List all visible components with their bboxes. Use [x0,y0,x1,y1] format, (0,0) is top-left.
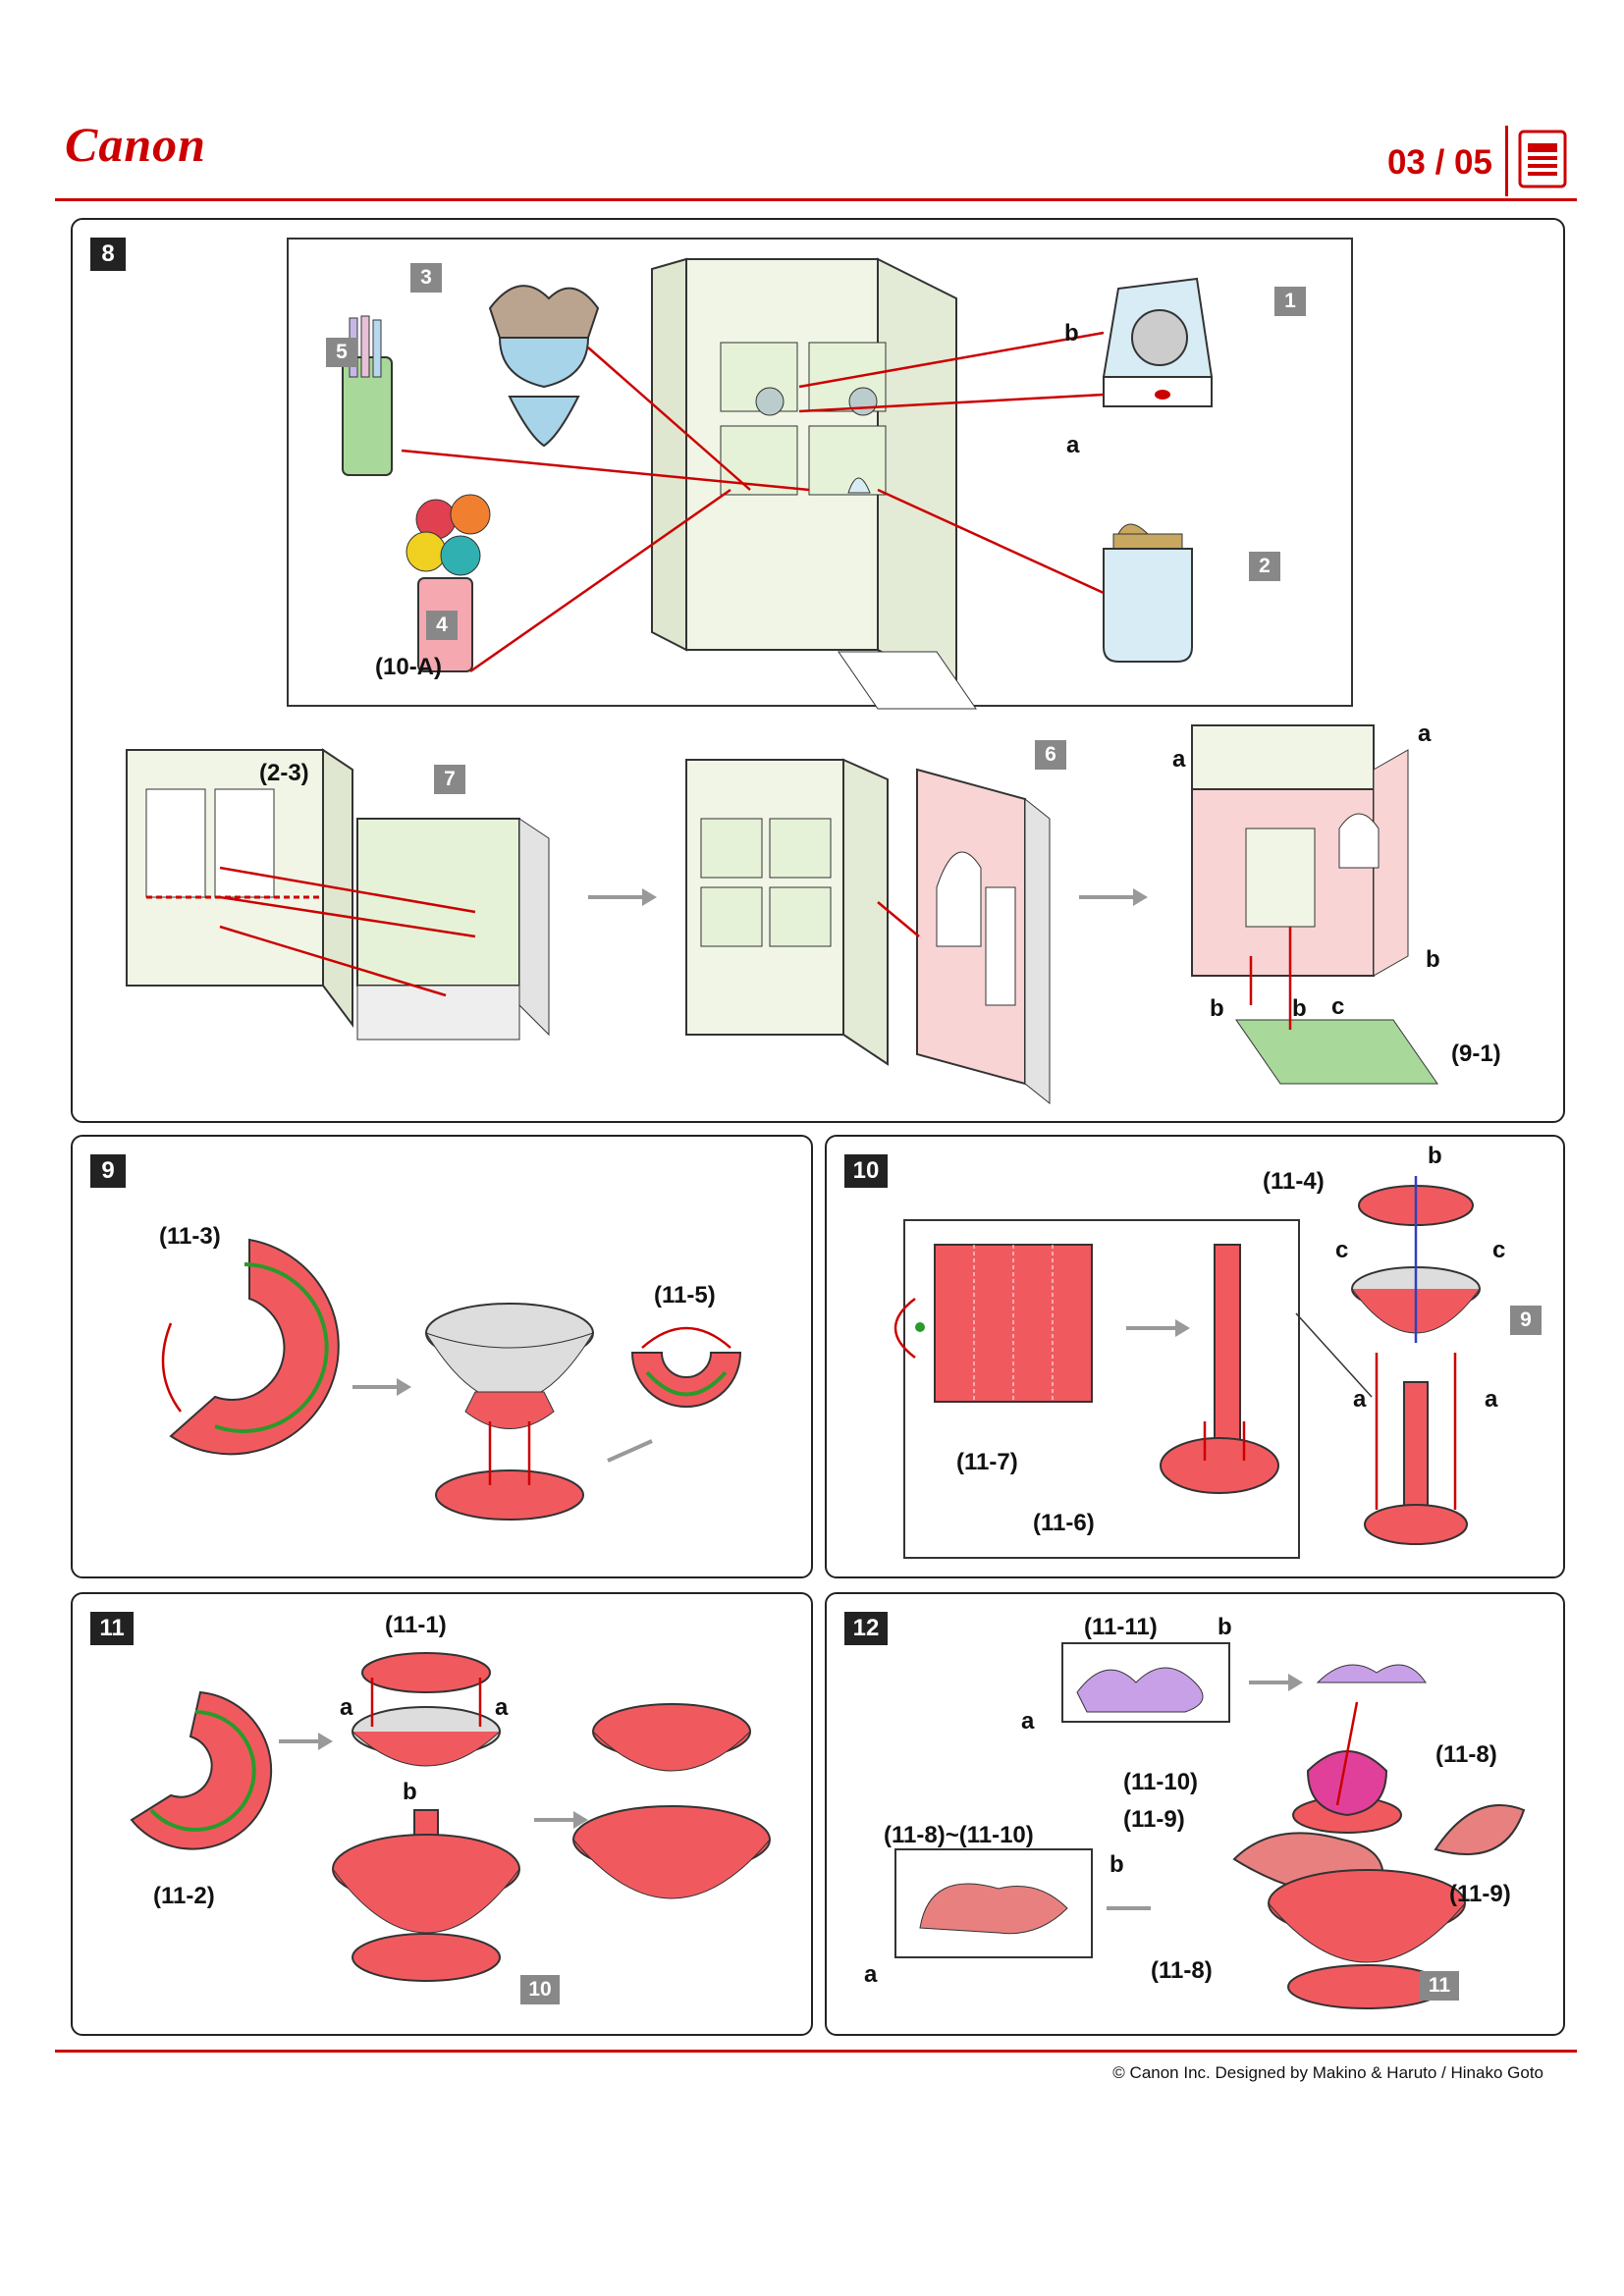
part-number-6: 6 [1035,740,1066,770]
label-11-3: (11-3) [159,1223,221,1250]
detail-callout [903,1219,1300,1559]
part-number-5: 5 [326,338,357,367]
step-10-panel: 10 (11-7) (11-6) (11-4) b c c 9 a a [825,1135,1565,1578]
step-8-panel: 8 [71,218,1565,1123]
step-number: 8 [90,238,126,271]
part-number-2: 2 [1249,552,1280,581]
label-a-bottom: a [864,1961,878,1988]
label-c-right: c [1492,1237,1506,1263]
step-number: 11 [90,1612,134,1645]
label-b-top: b [1218,1614,1232,1640]
label-b-bottom: b [1292,995,1307,1022]
label-a-right: a [495,1694,509,1721]
step-12-illustration [894,1642,1526,2009]
label-11-6: (11-6) [1033,1510,1095,1536]
part-number-7: 7 [434,765,465,794]
label-a-right: a [1418,721,1432,747]
label-11-8-bottom: (11-8) [1151,1957,1213,1984]
label-11-7: (11-7) [956,1449,1018,1475]
step-9-panel: 9 (11-3) (11-5) [71,1135,813,1578]
step-number: 12 [844,1612,888,1645]
label-11-8-top: (11-8) [1435,1741,1497,1768]
page-number: 03 / 05 [1386,143,1492,182]
step-8-assembly-illustration [126,724,1438,1105]
label-11-2: (11-2) [153,1883,215,1909]
cabinet-detail-illustration [342,257,1214,710]
label-b-bottom-left: b [1210,995,1224,1022]
label-11-4: (11-4) [1263,1168,1325,1195]
copyright-text: © Canon Inc. Designed by Makino & Haruto… [1112,2063,1543,2082]
detail-callout: 3 5 4 1 2 (10-A) b a [287,238,1353,710]
label-11-11: (11-11) [1084,1614,1158,1640]
label-11-9-right: (11-9) [1449,1881,1511,1907]
label-b-bottom: b [1110,1851,1124,1878]
step-10-illustration [893,1176,1481,1545]
label-b: b [1064,320,1079,347]
label-a: a [1066,432,1080,458]
part-number-10: 10 [520,1975,560,2004]
label-a-left: a [1353,1386,1367,1413]
label-b: b [1428,1143,1442,1169]
part-number-9: 9 [1510,1306,1542,1335]
document-icon [1518,130,1567,188]
footer-rule [55,2050,1577,2053]
label-10-a: (10-A) [375,654,443,680]
step-11-panel: 11 (11-1) a a b (11-2) 10 [71,1592,813,2036]
step-number: 9 [90,1154,126,1188]
step-11-illustration [130,1652,771,1982]
label-c-left: c [1335,1237,1349,1263]
label-a-top: a [1021,1708,1035,1735]
label-11-5: (11-5) [654,1282,716,1308]
part-number-1: 1 [1274,287,1306,316]
label-11-10: (11-10) [1123,1769,1199,1795]
label-a-left: a [1172,746,1186,773]
label-11-9-left: (11-9) [1123,1806,1185,1833]
part-number-3: 3 [410,263,442,293]
label-11-1: (11-1) [385,1612,447,1638]
label-b-right: b [1426,946,1440,973]
part-number-4: 4 [426,611,458,640]
canon-logo: Canon [65,117,206,172]
label-range-11-8-11-10: (11-8)~(11-10) [884,1822,1034,1848]
step-number: 10 [844,1154,888,1188]
header-rule [55,198,1577,201]
label-b: b [403,1779,417,1805]
header-divider [1505,126,1508,196]
label-c: c [1331,993,1345,1020]
label-9-1: (9-1) [1451,1041,1501,1067]
part-number-11: 11 [1420,1971,1459,2001]
label-a-right: a [1485,1386,1498,1413]
label-2-3: (2-3) [259,760,309,786]
label-a-left: a [340,1694,353,1721]
step-12-panel: 12 (11-11) b a (11-10) (11-9) (11-8) (11… [825,1592,1565,2036]
step-9-illustration [161,1238,742,1521]
